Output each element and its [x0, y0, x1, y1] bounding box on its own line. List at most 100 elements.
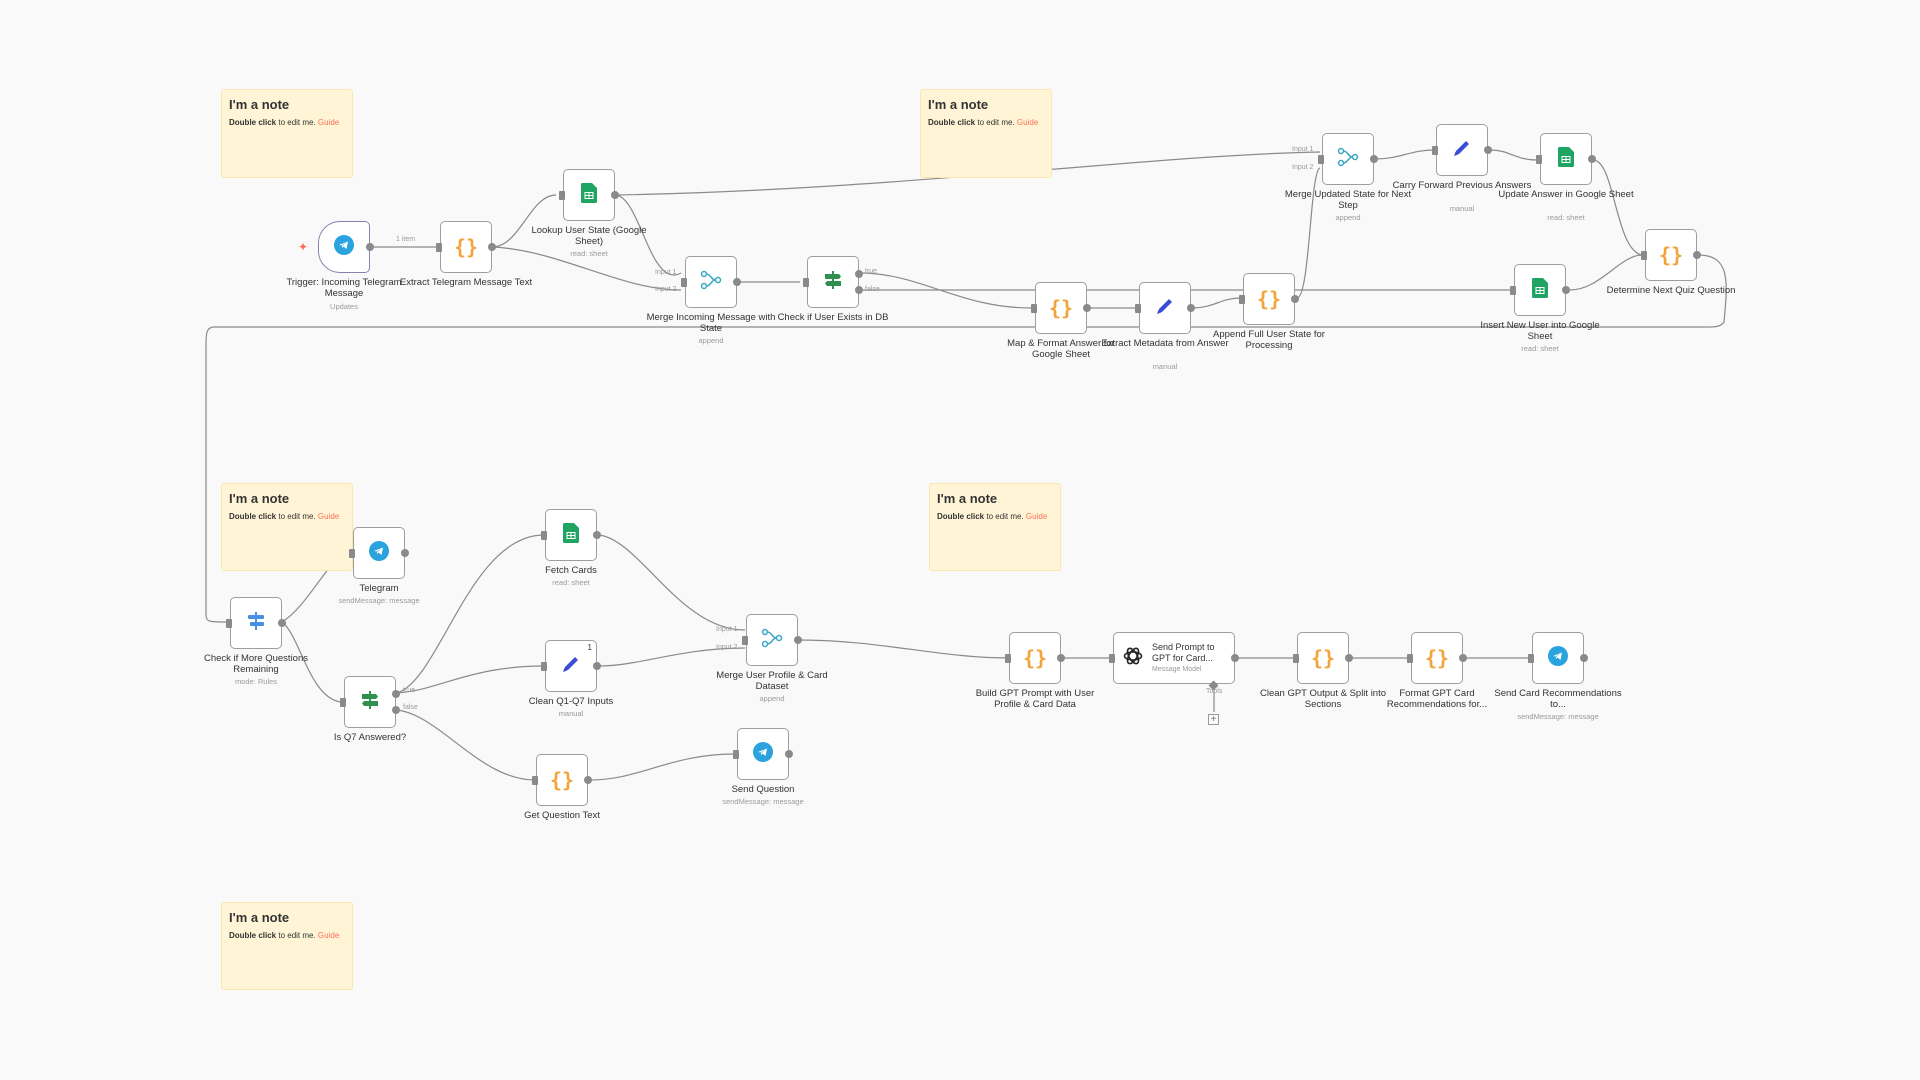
input-port[interactable]	[1318, 154, 1324, 164]
guide-link[interactable]: Guide	[317, 512, 340, 521]
input-port[interactable]	[226, 618, 232, 628]
node-determine-next-question[interactable]: {}	[1641, 229, 1701, 281]
output-port[interactable]	[1083, 304, 1091, 312]
node-label: Merge Updated State for Next Step	[1284, 189, 1412, 211]
node-merge-profile-cards[interactable]	[742, 614, 802, 666]
guide-link[interactable]: Guide	[317, 931, 340, 940]
input-port[interactable]	[1510, 285, 1516, 295]
output-port[interactable]	[1580, 654, 1588, 662]
output-port[interactable]	[392, 706, 400, 714]
output-port[interactable]	[488, 243, 496, 251]
sticky-note[interactable]: I'm a note Double click to edit me. Guid…	[221, 483, 353, 571]
node-trigger-telegram[interactable]	[318, 221, 374, 273]
node-update-answer-sheet[interactable]	[1536, 133, 1596, 185]
node-merge-updated-state[interactable]	[1318, 133, 1378, 185]
output-port[interactable]	[278, 619, 286, 627]
node-append-user-state[interactable]: {}	[1239, 273, 1299, 325]
input-port[interactable]	[541, 661, 547, 671]
node-build-gpt-prompt[interactable]: {}	[1005, 632, 1065, 684]
edge	[1296, 167, 1321, 299]
output-port[interactable]	[1562, 286, 1570, 294]
input-port[interactable]	[340, 697, 346, 707]
input-port[interactable]	[1135, 303, 1141, 313]
input-port[interactable]	[803, 277, 809, 287]
input-port[interactable]	[1293, 653, 1299, 663]
output-port[interactable]	[1187, 304, 1195, 312]
output-port[interactable]	[401, 549, 409, 557]
input-port[interactable]	[1536, 154, 1542, 164]
node-check-user-exists[interactable]	[803, 256, 863, 308]
sticky-note[interactable]: I'm a note Double click to edit me. Guid…	[920, 89, 1052, 178]
node-label: Send Card Recommendations to...	[1494, 688, 1622, 710]
input-port[interactable]	[436, 242, 442, 252]
node-clean-q1-q7-inputs[interactable]: 1	[541, 640, 601, 692]
output-port[interactable]	[1291, 295, 1299, 303]
output-port[interactable]	[611, 191, 619, 199]
input-port[interactable]	[1109, 653, 1115, 663]
node-send-prompt-gpt[interactable]: Send Prompt to GPT for Card... Message M…	[1109, 632, 1239, 691]
sticky-note[interactable]: I'm a note Double click to edit me. Guid…	[929, 483, 1061, 571]
node-send-card-recommendations[interactable]	[1528, 632, 1588, 684]
input-port[interactable]	[541, 530, 547, 540]
guide-link[interactable]: Guide	[317, 118, 340, 127]
guide-link[interactable]: Guide	[1016, 118, 1039, 127]
add-tool-button[interactable]: +	[1208, 714, 1219, 725]
merge-icon	[761, 628, 783, 653]
node-insert-new-user[interactable]	[1510, 264, 1570, 316]
node-get-question-text[interactable]: {}	[532, 754, 592, 806]
output-port[interactable]	[855, 286, 863, 294]
node-lookup-user-state[interactable]	[559, 169, 619, 221]
node-merge-incoming[interactable]	[681, 256, 741, 308]
output-port[interactable]	[392, 690, 400, 698]
add-trigger-icon[interactable]: ✦	[298, 240, 309, 254]
input-port[interactable]	[1641, 250, 1647, 260]
node-format-gpt-recommendations[interactable]: {}	[1407, 632, 1467, 684]
output-port[interactable]	[1459, 654, 1467, 662]
output-port[interactable]	[1345, 654, 1353, 662]
node-extract-telegram-text[interactable]: {}	[436, 221, 496, 273]
input-port[interactable]	[1528, 653, 1534, 663]
node-subtitle: read: sheet	[552, 578, 590, 587]
input-port[interactable]	[1432, 145, 1438, 155]
note-title: I'm a note	[229, 491, 290, 506]
output-port[interactable]	[1057, 654, 1065, 662]
node-label: Build GPT Prompt with User Profile & Car…	[975, 688, 1095, 710]
input-port[interactable]	[349, 548, 355, 558]
input-port[interactable]	[532, 775, 538, 785]
output-port[interactable]	[785, 750, 793, 758]
input-port[interactable]	[681, 277, 687, 287]
sticky-note[interactable]: I'm a note Double click to edit me. Guid…	[221, 902, 353, 990]
node-extract-metadata[interactable]	[1135, 282, 1195, 334]
output-port[interactable]	[1484, 146, 1492, 154]
input-port[interactable]	[559, 190, 565, 200]
node-telegram[interactable]	[349, 527, 409, 579]
input-port[interactable]	[733, 749, 739, 759]
node-subtitle: Message Model	[1152, 665, 1202, 673]
output-port[interactable]	[593, 662, 601, 670]
node-carry-forward-answers[interactable]	[1432, 124, 1492, 176]
node-send-question[interactable]	[733, 728, 793, 780]
output-port[interactable]	[366, 243, 374, 251]
input-port[interactable]	[1005, 653, 1011, 663]
output-port[interactable]	[855, 270, 863, 278]
node-check-more-questions[interactable]	[226, 597, 286, 649]
guide-link[interactable]: Guide	[1025, 512, 1048, 521]
input-port[interactable]	[1239, 294, 1245, 304]
input-port[interactable]	[1031, 303, 1037, 313]
output-port[interactable]	[1588, 155, 1596, 163]
output-port[interactable]	[584, 776, 592, 784]
output-port[interactable]	[593, 531, 601, 539]
node-fetch-cards[interactable]	[541, 509, 601, 561]
sticky-note[interactable]: I'm a note Double click to edit me. Guid…	[221, 89, 353, 178]
input-port[interactable]	[742, 635, 748, 645]
node-is-q7-answered[interactable]	[340, 676, 400, 728]
node-clean-gpt-output[interactable]: {}	[1293, 632, 1353, 684]
output-port[interactable]	[1231, 654, 1239, 662]
output-port[interactable]	[1693, 251, 1701, 259]
input-port[interactable]	[1407, 653, 1413, 663]
output-port[interactable]	[1370, 155, 1378, 163]
output-port[interactable]	[733, 278, 741, 286]
node-map-format-answer[interactable]: {}	[1031, 282, 1091, 334]
output-port[interactable]	[794, 636, 802, 644]
